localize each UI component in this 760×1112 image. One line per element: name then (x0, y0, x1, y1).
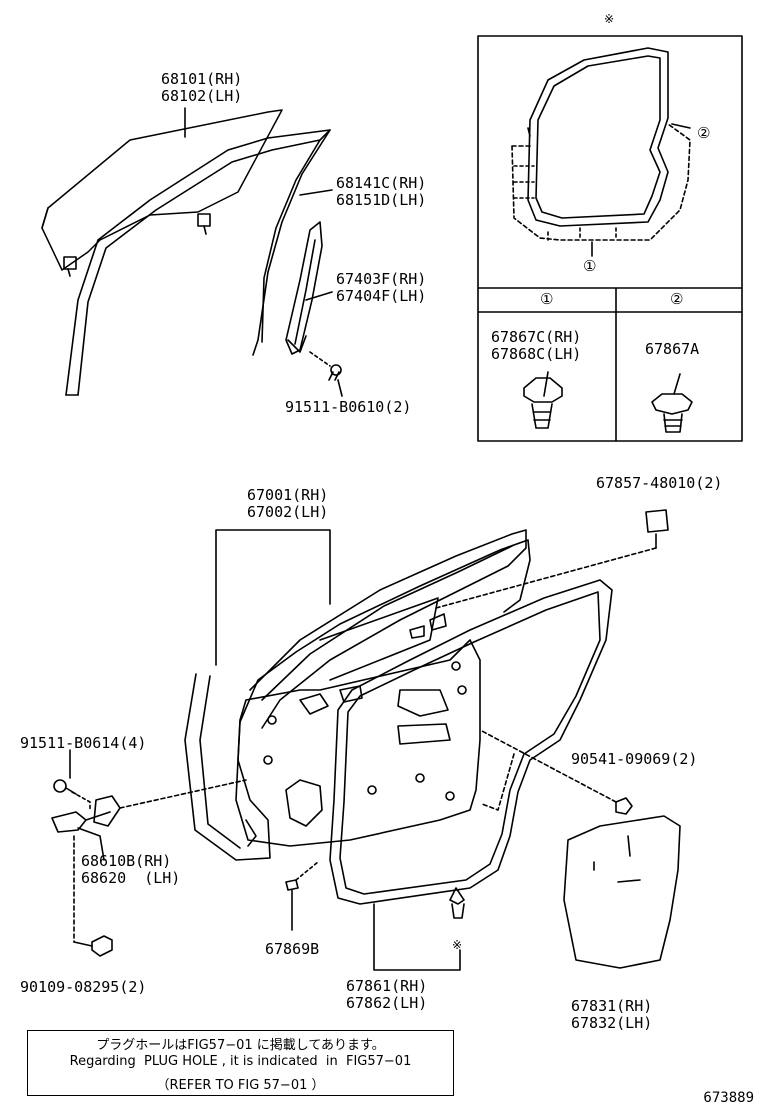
clip-2-drawing (651, 373, 693, 433)
leader-sash (305, 291, 333, 301)
door-panel-drawing (184, 529, 531, 861)
inset-circle-1: ① (583, 257, 597, 275)
inset-weatherstrip-drawing (511, 47, 691, 257)
label-window-glass-rh: 68101(RH) (161, 70, 243, 88)
label-hinge-rh: 68610B(RH) (81, 852, 172, 870)
leader-run-channel (299, 189, 333, 196)
label-clip-1-rh: 67867C(RH) (491, 328, 582, 346)
note-line-en: Regarding PLUG HOLE , it is indicated in… (69, 1054, 412, 1069)
label-door-panel-lh: 67002(LH) (247, 503, 329, 521)
inset-circle-2: ② (697, 124, 711, 142)
label-clip-2: 67867A (645, 340, 700, 358)
label-sash-bolt: 91511-B0610(2) (285, 398, 412, 416)
label-weatherstrip-lh: 67862(LH) (346, 994, 428, 1012)
label-service-cover-lh: 67832(LH) (571, 1014, 653, 1032)
clip-90541-drawing (479, 729, 633, 815)
label-weatherstrip-rh: 67861(RH) (346, 977, 428, 995)
clip-1-drawing (523, 371, 563, 429)
sash-bolt-drawing (309, 351, 343, 397)
diagram-id: 673889 (703, 1090, 754, 1106)
clip-67869b-drawing (285, 861, 319, 931)
label-window-glass-lh: 68102(LH) (161, 87, 243, 105)
window-glass-drawing (41, 109, 283, 277)
label-clip-67869b: 67869B (265, 940, 320, 958)
label-cushion: 67857-48010(2) (596, 474, 723, 492)
hinge-drawing (51, 779, 247, 943)
cushion-drawing (435, 509, 669, 609)
run-channel-drawing (65, 129, 331, 396)
inset-frame (477, 35, 743, 442)
label-run-channel-lh: 68151D(LH) (336, 191, 427, 209)
inset-asterisk: ※ (604, 12, 615, 26)
inset-header-2: ② (670, 290, 684, 308)
weatherstrip-clip-drawing (449, 887, 465, 919)
leader-door-panel (215, 529, 331, 666)
hinge-bolt-drawing (53, 779, 91, 811)
note-box: プラグホールはFIG57−01 に掲載してあります。 Regarding PLU… (27, 1030, 454, 1096)
label-clip-90541: 90541-09069(2) (571, 750, 698, 768)
label-sash-rh: 67403F(RH) (336, 270, 427, 288)
label-door-panel-rh: 67001(RH) (247, 486, 329, 504)
asterisk-bottom: ※ (452, 938, 463, 952)
label-hinge-bolt: 91511-B0614(4) (20, 734, 147, 752)
label-run-channel-rh: 68141C(RH) (336, 174, 427, 192)
label-hinge-lh: 68620 (LH) (81, 869, 181, 887)
service-hole-cover-drawing (563, 815, 681, 969)
note-line-ref: （REFER TO FIG 57−01 ） (156, 1078, 325, 1093)
leader-weatherstrip (373, 903, 461, 971)
label-sash-lh: 67404F(LH) (336, 287, 427, 305)
weatherstrip-drawing (329, 579, 613, 905)
label-hinge-pin: 90109-08295(2) (20, 978, 147, 996)
hinge-pin-drawing (73, 935, 113, 957)
label-clip-1-lh: 67868C(LH) (491, 345, 582, 363)
inset-header-1: ① (540, 290, 554, 308)
sash-drawing (285, 221, 323, 355)
note-line-jp: プラグホールはFIG57−01 に掲載してあります。 (96, 1038, 385, 1053)
label-service-cover-rh: 67831(RH) (571, 997, 653, 1015)
